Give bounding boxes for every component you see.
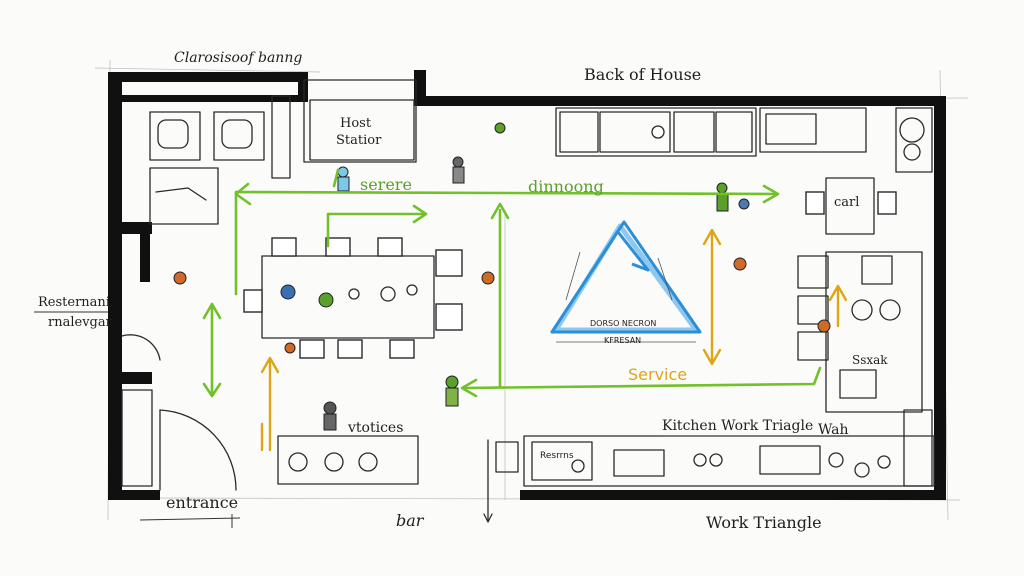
people-figures bbox=[173, 122, 831, 431]
restroom-fixtures bbox=[149, 95, 291, 225]
service-arrows bbox=[260, 228, 848, 452]
bar-counter bbox=[277, 435, 493, 523]
restaurant-manager-label-2: rnalevgar bbox=[48, 315, 113, 330]
restaurant-manager-label-1: Resternani bbox=[38, 295, 110, 310]
host-station: Host Statior bbox=[303, 79, 417, 163]
restrns-label: Resrrns bbox=[540, 451, 574, 461]
flow-arrows bbox=[202, 168, 822, 398]
work-triangle-label: Work Triangle bbox=[706, 513, 822, 532]
dining-label: dinnoong bbox=[528, 177, 604, 196]
triangle-inner-label-2: KFRESAN bbox=[604, 336, 641, 345]
dining-table bbox=[243, 237, 463, 359]
vtotices-label: vtotices bbox=[347, 420, 403, 436]
triangle-inner-label-1: DORSO NECRON bbox=[590, 319, 656, 328]
bar-label: bar bbox=[396, 511, 425, 530]
back-of-house-equipment bbox=[555, 107, 933, 173]
exterior-walls bbox=[108, 70, 946, 500]
top-left-note: Clarosisoof banng bbox=[174, 50, 302, 66]
corner-table: carl bbox=[805, 177, 897, 235]
back-of-house-label: Back of House bbox=[584, 65, 701, 84]
serere-label: serere bbox=[360, 175, 412, 194]
carl-label: carl bbox=[834, 195, 859, 210]
right-booths: Ssxak bbox=[797, 251, 923, 413]
kitchen-work-triangle-label: Kitchen Work Triagle bbox=[662, 418, 813, 434]
host-station-label-2: Statior bbox=[336, 133, 382, 148]
host-station-label-1: Host bbox=[340, 116, 372, 131]
service-label: Service bbox=[628, 365, 687, 384]
entrance-label: entrance bbox=[166, 493, 238, 512]
entrance-door bbox=[121, 334, 237, 491]
stock-label: Ssxak bbox=[852, 353, 888, 367]
work-triangle: DORSO NECRON KFRESAN bbox=[550, 220, 702, 345]
annotation-lines bbox=[34, 311, 800, 528]
wah-label: Wah bbox=[818, 422, 849, 438]
